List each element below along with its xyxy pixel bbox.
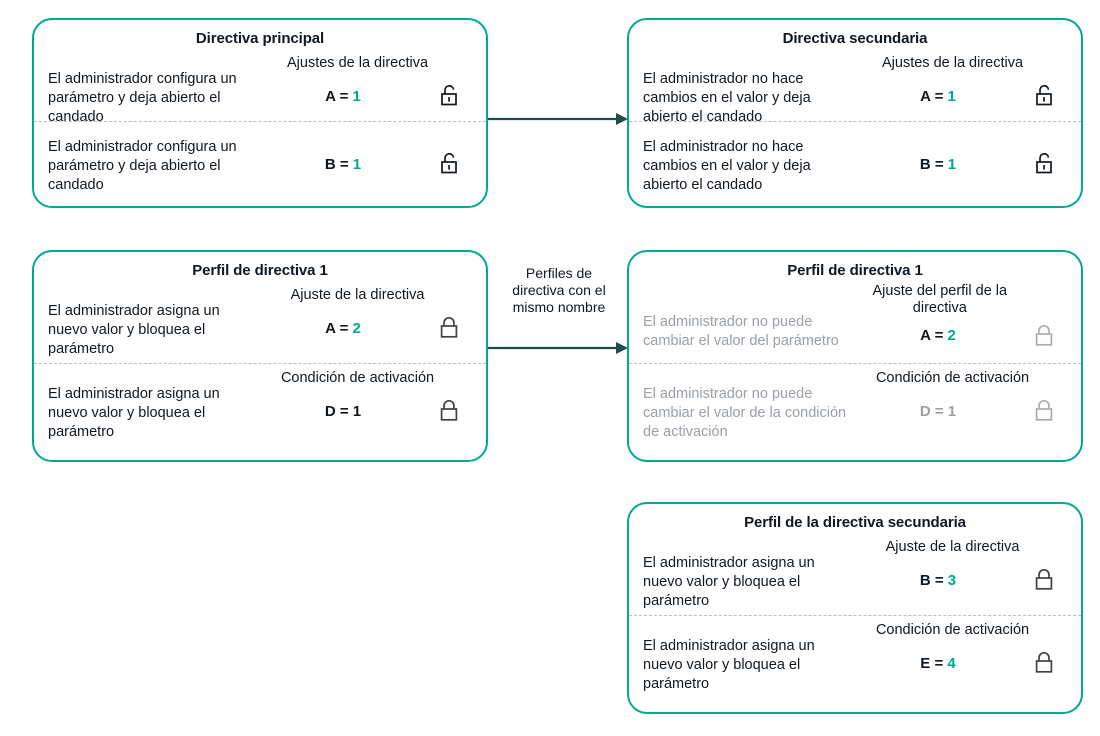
section-row: El administrador no puede cambiar el val… xyxy=(643,313,1067,351)
section-description: El administrador configura un parámetro … xyxy=(48,71,237,125)
value-key: B = xyxy=(324,156,349,173)
card-section: Condición de activación El administrador… xyxy=(629,615,1081,697)
value-key: D = xyxy=(919,403,944,420)
value-number: 4 xyxy=(947,655,956,672)
unlock-icon xyxy=(1021,138,1067,176)
value-number: 2 xyxy=(352,320,361,337)
card-perfil-de-directiva-1-left: Perfil de directiva 1 Ajuste de la direc… xyxy=(32,250,488,462)
section-value: B = 1 xyxy=(260,138,426,173)
section-description: El administrador asigna un nuevo valor y… xyxy=(48,303,220,357)
card-title: Perfil de directiva 1 xyxy=(192,262,328,279)
card-title: Directiva secundaria xyxy=(782,30,928,47)
section-value: D = 1 xyxy=(260,385,426,420)
value-key: A = xyxy=(325,320,349,337)
section-row: El administrador asigna un nuevo valor y… xyxy=(643,637,1067,694)
arrow-label: Perfiles de directiva con el mismo nombr… xyxy=(512,265,606,315)
section-header: Condición de activación xyxy=(875,370,1030,386)
section-row: El administrador configura un parámetro … xyxy=(48,70,472,127)
section-value: A = 1 xyxy=(855,70,1021,105)
arrow-top xyxy=(488,112,630,126)
card-directiva-secundaria: Directiva secundaria Ajustes de la direc… xyxy=(627,18,1083,208)
value-number: 1 xyxy=(947,156,957,173)
lock-icon xyxy=(1021,554,1067,592)
value-key: B = xyxy=(919,572,944,589)
section-value: D = 1 xyxy=(855,385,1021,420)
card-section: Ajuste del perfil de la directiva El adm… xyxy=(629,281,1081,363)
card-section: Ajuste de la directiva El administrador … xyxy=(629,533,1081,615)
section-description: El administrador configura un parámetro … xyxy=(48,139,237,193)
value-number: 1 xyxy=(947,403,957,420)
value-number: 1 xyxy=(352,88,361,105)
section-row: El administrador configura un parámetro … xyxy=(48,138,472,195)
card-title: Perfil de directiva 1 xyxy=(787,262,923,279)
card-section: Condición de activación El administrador… xyxy=(34,363,486,445)
section-description: El administrador no puede cambiar el val… xyxy=(643,314,839,349)
card-section: Ajustes de la directiva El administrador… xyxy=(629,49,1081,125)
section-value: A = 2 xyxy=(855,313,1021,344)
section-description: El administrador no hace cambios en el v… xyxy=(643,71,811,125)
section-header: Ajustes de la directiva xyxy=(287,55,429,71)
section-row: El administrador no hace cambios en el v… xyxy=(643,70,1067,127)
card-title: Perfil de la directiva secundaria xyxy=(744,514,966,531)
value-key: E = xyxy=(920,655,944,672)
section-description: El administrador no puede cambiar el val… xyxy=(643,386,847,440)
value-number: 1 xyxy=(947,88,956,105)
section-row: El administrador no puede cambiar el val… xyxy=(643,385,1067,442)
value-number: 1 xyxy=(352,156,362,173)
card-section: El administrador configura un parámetro … xyxy=(34,121,486,193)
lock-icon-muted xyxy=(1021,313,1067,348)
section-header: Ajuste de la directiva xyxy=(885,539,1020,555)
section-value: B = 3 xyxy=(855,554,1021,589)
section-value: A = 1 xyxy=(260,70,426,105)
card-title: Directiva principal xyxy=(195,30,325,47)
section-row: El administrador asigna un nuevo valor y… xyxy=(48,302,472,359)
section-value: A = 2 xyxy=(260,302,426,337)
section-description: El administrador no hace cambios en el v… xyxy=(643,139,811,193)
section-value: B = 1 xyxy=(855,138,1021,173)
section-row: El administrador asigna un nuevo valor y… xyxy=(643,554,1067,611)
value-number: 3 xyxy=(947,572,957,589)
section-value: E = 4 xyxy=(855,637,1021,672)
lock-icon xyxy=(426,385,472,423)
card-directiva-principal: Directiva principal Ajustes de la direct… xyxy=(32,18,488,208)
section-header: Condición de activación xyxy=(875,622,1030,638)
unlock-icon xyxy=(1021,70,1067,108)
lock-icon xyxy=(426,302,472,340)
section-header: Ajuste de la directiva xyxy=(290,287,425,303)
arrow-bottom xyxy=(488,341,630,355)
lock-icon-muted xyxy=(1021,385,1067,423)
card-section: Ajustes de la directiva El administrador… xyxy=(34,49,486,125)
card-perfil-de-la-directiva-secundaria: Perfil de la directiva secundaria Ajuste… xyxy=(627,502,1083,714)
value-number: 1 xyxy=(352,403,362,420)
card-section: El administrador no hace cambios en el v… xyxy=(629,121,1081,193)
lock-icon xyxy=(1021,637,1067,675)
value-key: A = xyxy=(920,327,944,344)
value-key: D = xyxy=(324,403,349,420)
value-key: A = xyxy=(325,88,349,105)
card-section: Ajuste de la directiva El administrador … xyxy=(34,281,486,363)
value-key: A = xyxy=(920,88,944,105)
card-perfil-de-directiva-1-right: Perfil de directiva 1 Ajuste del perfil … xyxy=(627,250,1083,462)
section-description: El administrador asigna un nuevo valor y… xyxy=(643,555,815,609)
section-row: El administrador no hace cambios en el v… xyxy=(643,138,1067,195)
unlock-icon xyxy=(426,138,472,176)
unlock-icon xyxy=(426,70,472,108)
section-header: Ajuste del perfil de la directiva xyxy=(872,283,1008,316)
value-key: B = xyxy=(919,156,944,173)
section-row: El administrador asigna un nuevo valor y… xyxy=(48,385,472,442)
section-description: El administrador asigna un nuevo valor y… xyxy=(48,386,220,440)
card-section: Condición de activación El administrador… xyxy=(629,363,1081,453)
section-header: Condición de activación xyxy=(280,370,435,386)
value-number: 2 xyxy=(947,327,956,344)
section-header: Ajustes de la directiva xyxy=(882,55,1024,71)
section-description: El administrador asigna un nuevo valor y… xyxy=(643,638,815,692)
